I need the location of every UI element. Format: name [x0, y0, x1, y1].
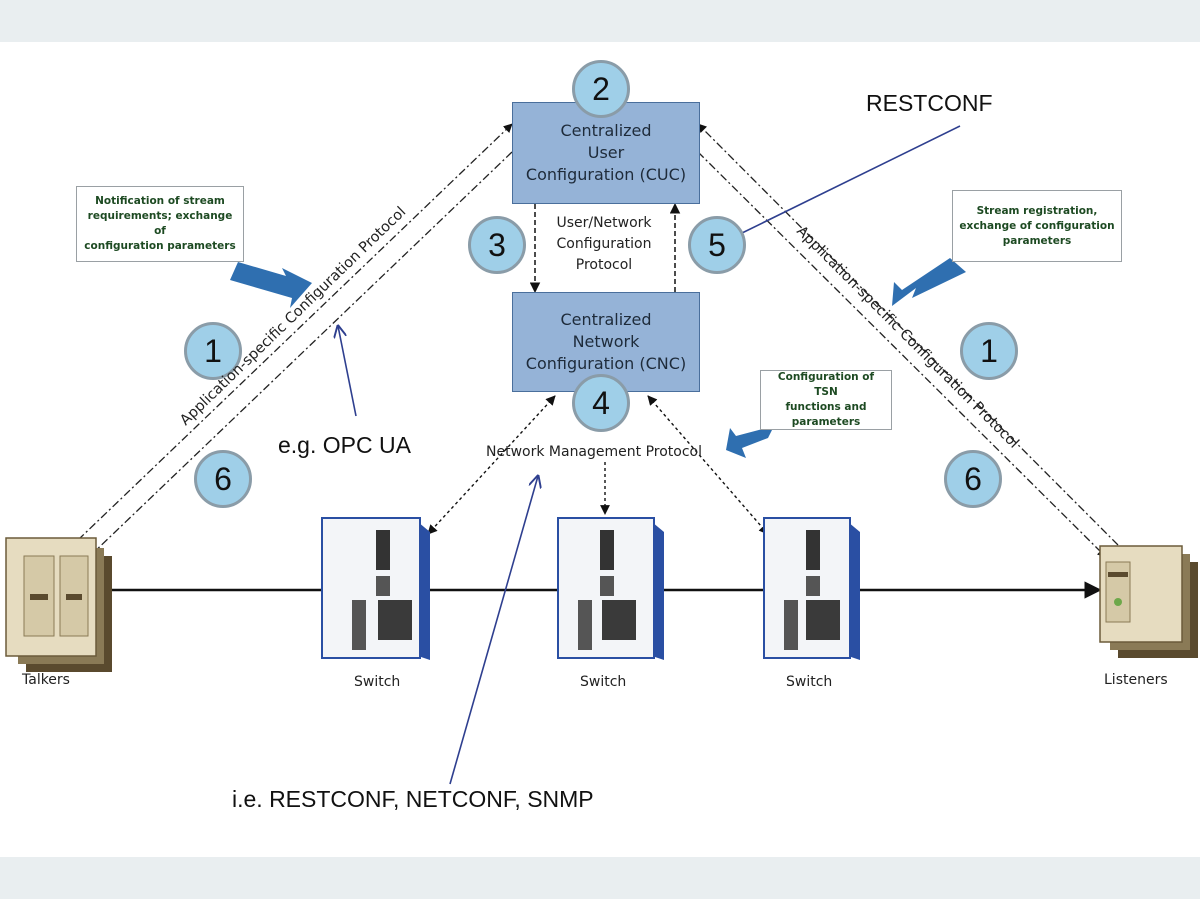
- talker-cuc-link-2: [89, 151, 513, 557]
- switch-icon-3: [763, 517, 860, 660]
- bottom-band: [0, 857, 1200, 899]
- step-5-circle: 5: [688, 216, 746, 274]
- switch-label-2: Switch: [580, 674, 627, 690]
- note-right: Stream registration, exchange of configu…: [952, 190, 1122, 262]
- step-3-circle: 3: [468, 216, 526, 274]
- listeners-server-icon: [1099, 545, 1198, 658]
- cnc-switch3-link: [647, 395, 769, 535]
- cnc-switch1-link: [427, 395, 556, 535]
- uni-protocol-label: User/Network Configuration Protocol: [556, 215, 652, 273]
- switch-icon-2: [557, 517, 664, 660]
- opcua-label: e.g. OPC UA: [278, 432, 411, 458]
- listeners-label: Listeners: [1104, 672, 1168, 688]
- switch-icon-1: [321, 517, 430, 660]
- netmgmt-examples-label: i.e. RESTCONF, NETCONF, SNMP: [232, 786, 594, 812]
- network-mgmt-protocol-label: Network Management Protocol: [486, 444, 702, 460]
- step-1-right-circle: 1: [960, 322, 1018, 380]
- restconf-pointer: [739, 125, 961, 235]
- cuc-box: Centralized User Configuration (CUC): [512, 102, 700, 204]
- note-left: Notification of stream requirements; exc…: [76, 186, 244, 262]
- step-4-circle: 4: [572, 374, 630, 432]
- callout-arrow-tsn: [726, 426, 774, 458]
- restconf-label: RESTCONF: [866, 90, 993, 116]
- switch-label-1: Switch: [354, 674, 401, 690]
- step-2-circle: 2: [572, 60, 630, 118]
- note-tsn: Configuration of TSN functions and param…: [760, 370, 892, 430]
- step-6-left-circle: 6: [194, 450, 252, 508]
- step-6-right-circle: 6: [944, 450, 1002, 508]
- talker-cuc-link-1: [77, 123, 513, 541]
- opcua-pointer: [338, 326, 357, 417]
- step-1-left-circle: 1: [184, 322, 242, 380]
- top-band: [0, 0, 1200, 42]
- netmgmt-pointer: [449, 476, 538, 785]
- listener-cuc-link-1: [697, 123, 1119, 546]
- callout-arrow-right: [892, 258, 966, 306]
- callout-arrow-left: [230, 262, 312, 308]
- talkers-server-icon: [5, 537, 112, 672]
- switch-label-3: Switch: [786, 674, 833, 690]
- talkers-label: Talkers: [22, 672, 70, 688]
